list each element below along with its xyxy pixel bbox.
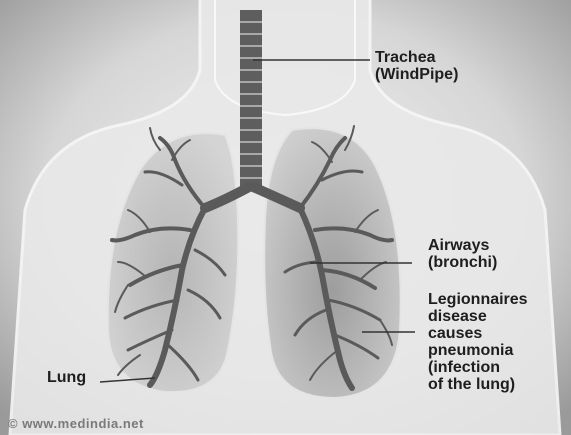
airways-label: Airways (bronchi) — [428, 238, 497, 272]
legionnaires-label-line: (infection — [428, 359, 528, 376]
legionnaires-label: Legionnaires disease causes pneumonia (i… — [428, 291, 528, 393]
legionnaires-label-line: Legionnaires — [428, 291, 528, 308]
trachea-label: Trachea (WindPipe) — [375, 50, 458, 84]
legionnaires-label-line: pneumonia — [428, 342, 528, 359]
legionnaires-label-line: disease — [428, 308, 528, 325]
legionnaires-label-line: causes — [428, 325, 528, 342]
trachea — [240, 10, 262, 188]
lung-label: Lung — [47, 370, 86, 387]
airways-label-line1: Airways — [428, 238, 497, 255]
trachea-label-line2: (WindPipe) — [375, 67, 458, 84]
trachea-label-line1: Trachea — [375, 50, 458, 67]
legionnaires-label-line: of the lung) — [428, 376, 528, 393]
airways-label-line2: (bronchi) — [428, 255, 497, 272]
credit-text: © www.medindia.net — [8, 416, 144, 431]
